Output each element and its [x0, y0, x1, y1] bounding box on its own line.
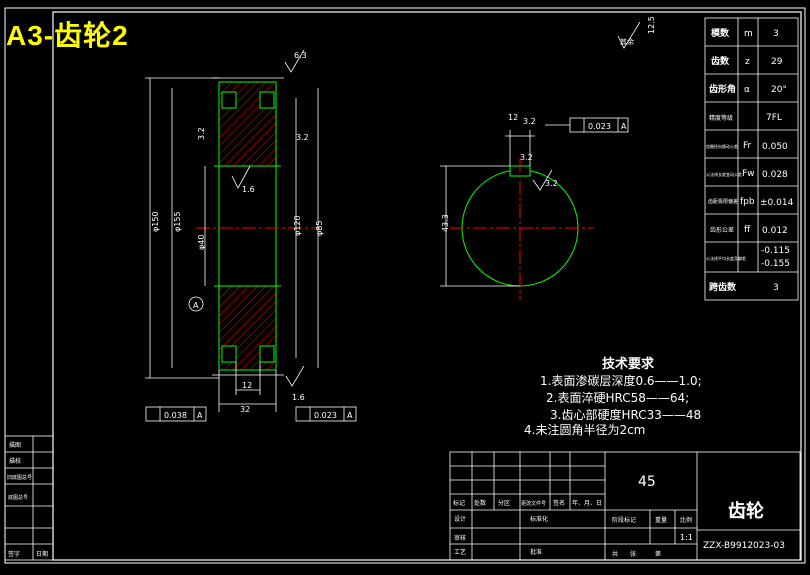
param-label: 齿圈径向跳动公差 — [706, 143, 738, 149]
param-value: 3 — [773, 29, 779, 39]
tb-date: 年、月、日 — [572, 499, 602, 507]
param-symbol: ff — [744, 225, 751, 235]
param-label: 公法线平均长度及偏差 — [706, 255, 746, 261]
tb-sheets: 张 — [630, 550, 636, 558]
roughness-top: 6.3 — [294, 51, 307, 60]
side-label: 日期 — [36, 550, 48, 558]
tech-line: 3.齿心部硬度HRC33——48 — [550, 408, 702, 422]
tol-key-datum: A — [621, 122, 627, 131]
param-value: 0.050 — [762, 142, 788, 152]
roughness-left: 3.2 — [197, 127, 206, 140]
tb-sheets-total: 共 — [612, 550, 618, 558]
tb-approve: 批准 — [530, 548, 542, 556]
param-symbol: Fr — [743, 141, 752, 151]
roughness-key-side: 3.2 — [545, 179, 558, 188]
param-symbol: m — [744, 29, 753, 39]
param-value: 20° — [771, 85, 787, 95]
tech-heading: 技术要求 — [602, 357, 655, 372]
tech-line: 1.表面渗碳层深度0.6——1.0; — [540, 374, 702, 388]
tb-design: 设计 — [454, 515, 466, 523]
front-dimensions — [145, 77, 319, 412]
tol-left-datum: A — [197, 411, 203, 420]
dim-bore: φ40 — [197, 235, 206, 250]
roughness-main: 12.5 — [647, 16, 656, 34]
gear-section-view — [196, 77, 320, 376]
dim-od2: φ155 — [173, 211, 182, 232]
tol-key: 0.023 — [588, 122, 611, 131]
param-value: 7FL — [766, 113, 782, 123]
param-label: 齿数 — [711, 55, 730, 67]
tb-process: 工艺 — [454, 548, 466, 556]
roughness-symbols — [231, 21, 641, 387]
tb-count: 处数 — [474, 499, 486, 507]
param-value: 3 — [773, 283, 779, 293]
param-symbol: fpb — [740, 197, 755, 207]
sheet-border — [4, 7, 806, 564]
param-value-line1: -0.115 — [761, 246, 790, 256]
roughness-bore: 1.6 — [242, 185, 255, 194]
tb-stage-mark: 阶段标记 — [612, 516, 636, 524]
param-table — [704, 17, 799, 301]
drawing-frame — [52, 11, 802, 561]
tb-weight: 重量 — [655, 516, 667, 524]
tol-left: 0.038 — [164, 411, 187, 420]
roughness-other: 其余 — [620, 37, 634, 46]
tol-right: 0.023 — [314, 411, 337, 420]
dim-od: φ150 — [151, 211, 160, 232]
sheet-title: A3-齿轮2 — [6, 20, 129, 51]
tolerance-frames — [145, 406, 357, 422]
param-label: 公法线长度变动公差 — [706, 171, 742, 177]
tb-review: 审核 — [454, 534, 466, 542]
datum-circle — [188, 296, 204, 312]
gear-side-view — [440, 117, 629, 300]
tb-ratio: 比例 — [680, 516, 692, 524]
tb-change-doc: 更改文件号 — [521, 500, 546, 507]
param-value: ±0.014 — [760, 198, 794, 208]
param-value: 29 — [771, 57, 783, 67]
tb-mark: 标记 — [453, 499, 465, 507]
side-label: 旧底图总号 — [7, 474, 32, 481]
material: 45 — [638, 474, 656, 490]
scale: 1:1 — [680, 533, 693, 542]
dim-width: 32 — [240, 405, 250, 414]
param-value: 0.012 — [762, 226, 788, 236]
roughness-key-top: 3.2 — [523, 117, 536, 126]
side-block — [4, 435, 54, 561]
side-label: 描校 — [9, 457, 21, 465]
dim-hub1: φ120 — [293, 215, 302, 236]
datum-a: A — [193, 301, 199, 310]
roughness-right: 3.2 — [296, 133, 309, 142]
param-label: 跨齿数 — [709, 281, 737, 293]
tb-zone: 分区 — [498, 499, 510, 507]
title-block — [449, 451, 801, 561]
tb-sheet-no: 第 — [655, 550, 661, 558]
param-value-line2: -0.155 — [761, 259, 790, 269]
dim-key-depth: 43.3 — [441, 214, 450, 232]
side-label: 签字 — [8, 550, 20, 558]
tb-standardize: 标准化 — [530, 515, 548, 523]
dim-key-w: 12 — [508, 113, 518, 122]
param-label: 模数 — [711, 27, 730, 39]
dim-hub-w: 12 — [242, 381, 252, 390]
param-label: 齿形角 — [709, 83, 736, 95]
dim-hub2: φ85 — [315, 221, 324, 236]
param-label: 精度等级 — [709, 114, 733, 122]
side-label: 描图 — [9, 441, 21, 449]
tol-right-datum: A — [347, 411, 353, 420]
roughness-bottom: 1.6 — [292, 393, 305, 402]
drawing-no: ZZX-B9912023-03 — [703, 541, 785, 551]
param-symbol: Fw — [742, 169, 755, 179]
part-name: 齿轮 — [728, 500, 764, 522]
param-label: 齿距极限偏差 — [708, 198, 738, 205]
tb-signature: 签名 — [553, 499, 565, 507]
roughness-key-right: 3.2 — [520, 153, 533, 162]
param-symbol: α — [744, 85, 750, 95]
tech-line: 4.未注圆角半径为2cm — [524, 423, 646, 437]
side-label: 底图总号 — [8, 494, 28, 501]
param-label: 齿形公差 — [710, 226, 734, 234]
param-value: 0.028 — [762, 170, 788, 180]
tech-line: 2.表面淬硬HRC58——64; — [546, 391, 690, 405]
param-symbol: z — [745, 57, 750, 67]
